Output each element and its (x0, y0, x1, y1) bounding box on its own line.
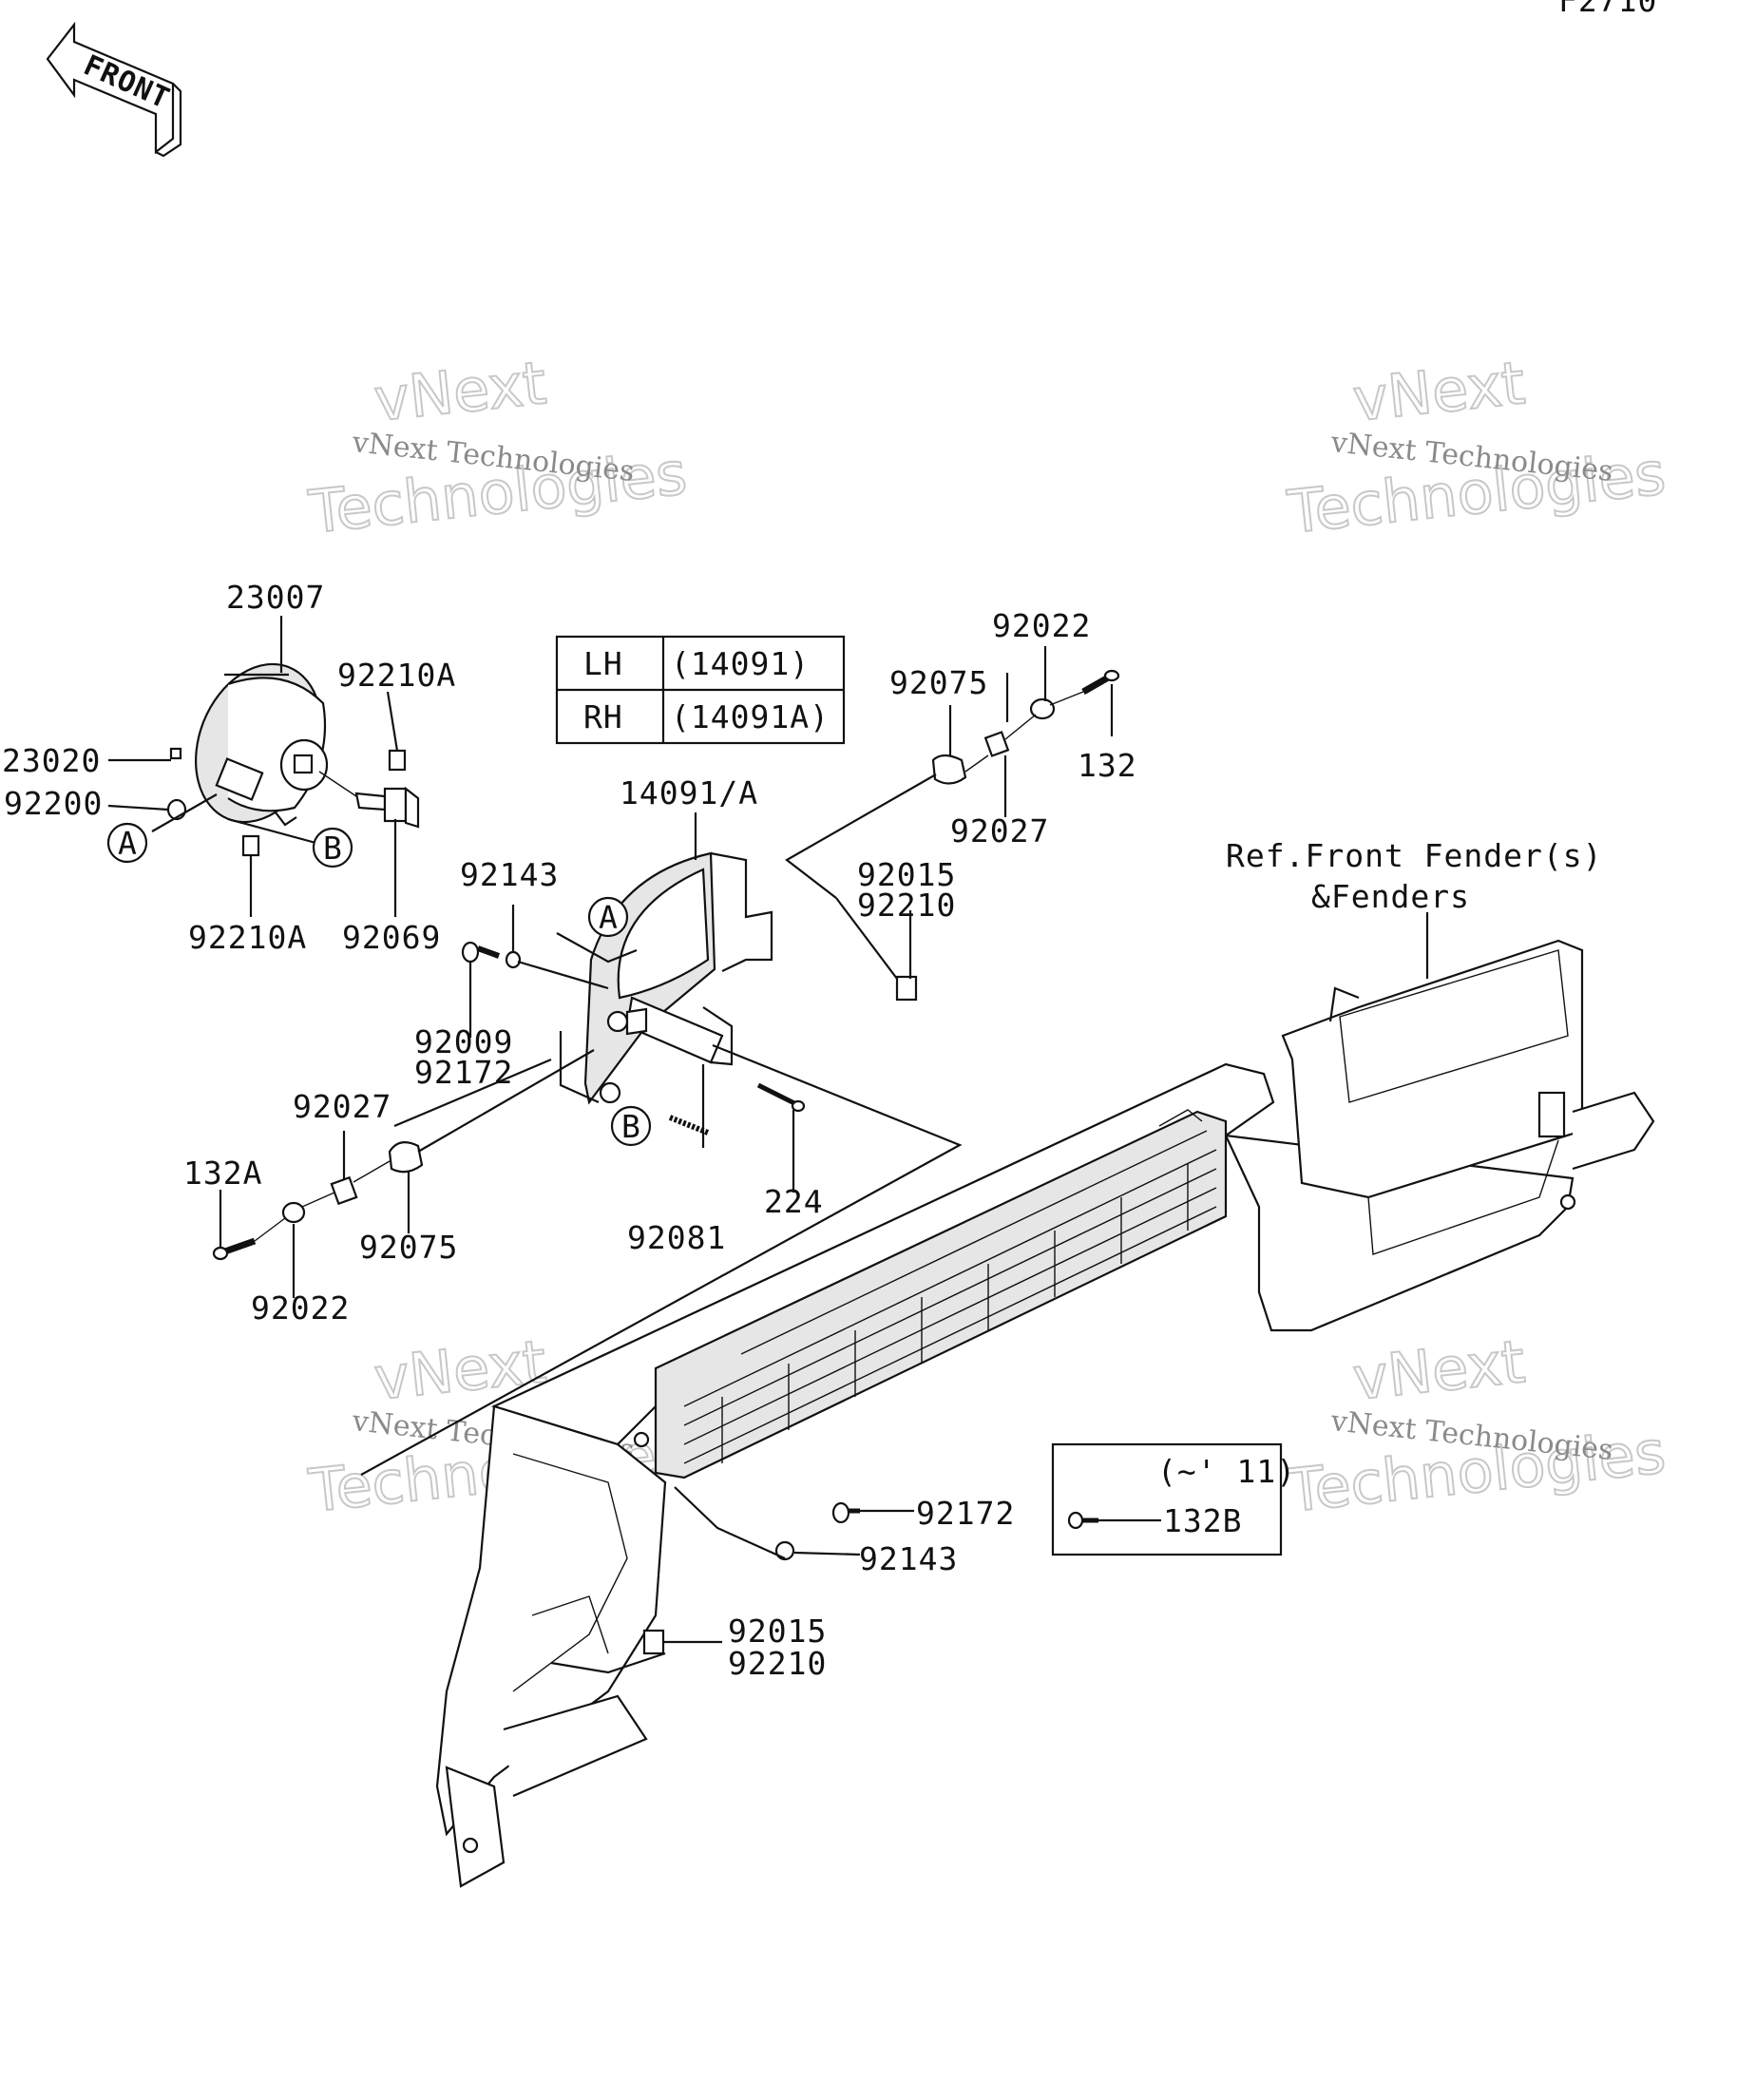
label-92210-top: 92210 (857, 887, 956, 924)
label-132A: 132A (183, 1155, 262, 1192)
table-side-lh: LH (583, 645, 623, 682)
label-23020: 23020 (2, 742, 101, 779)
svg-text:A: A (599, 899, 619, 936)
label-92172-left: 92172 (414, 1054, 513, 1091)
label-92027-left: 92027 (293, 1088, 391, 1125)
label-92143-top: 92143 (460, 856, 559, 893)
nut-92210-top (895, 975, 918, 1002)
note-box-132B: (~' 11) 132B (1051, 1442, 1296, 1556)
label-92210-bottom: 92210 (728, 1645, 827, 1682)
table-part-lh: (14091) (671, 645, 810, 682)
label-92143-bottom: 92143 (859, 1540, 958, 1577)
note-part: 132B (1163, 1502, 1242, 1539)
label-132: 132 (1078, 747, 1137, 784)
reference-line2: &Fenders (1311, 878, 1470, 915)
spring-92081 (668, 1115, 710, 1136)
screw-23020 (169, 747, 182, 760)
mount-stack-right (931, 669, 1120, 785)
label-92022-left: 92022 (251, 1289, 350, 1327)
svg-text:vNext: vNext (1349, 1327, 1528, 1414)
screw-92172-bottom (831, 1501, 860, 1524)
label-92081: 92081 (627, 1219, 726, 1256)
callout-b-right (610, 1105, 652, 1147)
bolt-224 (756, 1082, 798, 1107)
svg-text:vNext: vNext (1349, 348, 1528, 435)
label-92009: 92009 (414, 1023, 513, 1060)
table-part-rh: (14091A) (671, 698, 830, 735)
figure-code: F2710 (1558, 0, 1657, 19)
svg-text:A: A (118, 825, 138, 862)
svg-text:B: B (323, 830, 343, 867)
callout-a-right (587, 896, 629, 938)
label-92210A-bottom: 92210A (188, 919, 307, 956)
front-label: FRONT (79, 48, 175, 116)
label-224: 224 (764, 1183, 824, 1220)
label-14091A: 14091/A (620, 774, 758, 811)
table-side-rh: RH (583, 698, 623, 735)
front-arrow-icon: FRONT (46, 21, 182, 158)
label-92172-bottom: 92172 (916, 1495, 1015, 1532)
label-92027-top: 92027 (950, 812, 1049, 850)
clip-92210A-bottom (241, 834, 260, 857)
label-92200: 92200 (4, 785, 103, 822)
label-23007: 23007 (226, 579, 325, 616)
svg-text:vNext: vNext (371, 348, 549, 435)
reference-line1: Ref.Front Fender(s) (1226, 837, 1603, 874)
washer-92143-bottom (774, 1540, 795, 1561)
washer-92143-top (505, 950, 522, 969)
label-92015-top: 92015 (857, 856, 956, 893)
bulb-92069 (318, 771, 420, 829)
variant-table: LH (14091) RH (14091A) (555, 635, 846, 745)
bracket-14091A (583, 851, 773, 1105)
part-labels: 23007 92210A 23020 92200 92210A 92069 92… (2, 579, 1137, 1682)
clip-92210A-top (388, 749, 407, 772)
label-92015-bottom: 92015 (728, 1613, 827, 1650)
front-grille-panel (435, 939, 1655, 1888)
headlight-unit-23007 (195, 662, 329, 827)
label-92210A-top: 92210A (337, 657, 456, 694)
svg-text:B: B (621, 1108, 641, 1145)
nut-92210-bottom (642, 1629, 665, 1655)
label-92022-top: 92022 (992, 607, 1091, 644)
label-92069: 92069 (342, 919, 441, 956)
callout-b-left (312, 827, 353, 869)
label-92075-top: 92075 (889, 664, 988, 701)
screw-92009 (461, 941, 501, 964)
note-period: (~' 11) (1157, 1453, 1296, 1490)
callout-a-left (106, 822, 148, 864)
label-92075-left: 92075 (359, 1229, 458, 1266)
mount-stack-left (212, 1141, 424, 1261)
